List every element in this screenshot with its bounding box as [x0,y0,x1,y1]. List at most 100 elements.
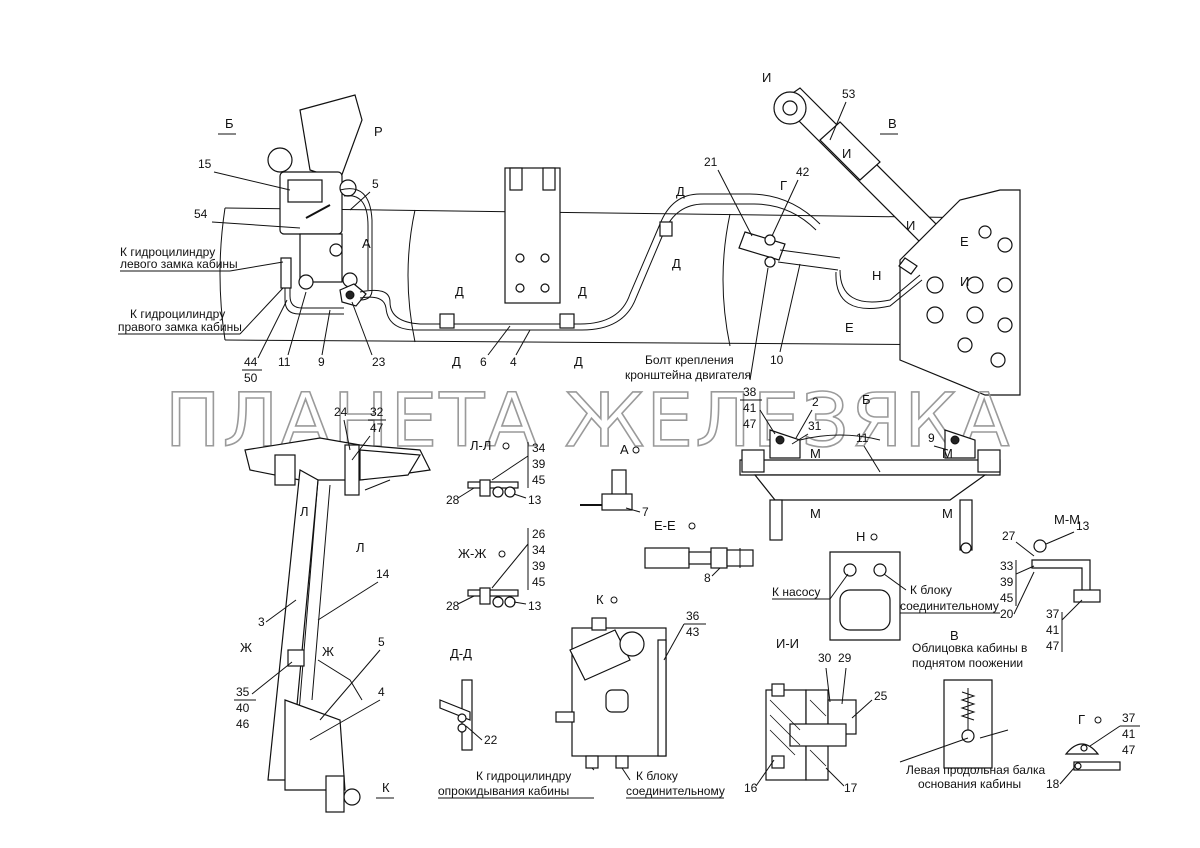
mark-d3: Д [455,284,464,299]
title-ii: И-И [776,636,799,651]
callout-34a: 34 [532,441,546,455]
title-n-view: Н [856,529,865,544]
mark-i4: И [960,274,969,289]
callout-39c: 39 [1000,575,1014,589]
callout-4b: 4 [378,685,385,699]
section-ii: И-И 30 29 25 16 17 [744,636,888,795]
mark-n: Н [872,268,881,283]
cab-raised-label-1: Облицовка кабины в [912,641,1027,655]
engine-bracket [504,167,561,304]
top-labels: К гидроцилиндру левого замка кабины К ги… [118,245,751,382]
callout-34b: 34 [532,543,546,557]
to-block-2a: К блоку [636,769,678,783]
tilt-cylinder-assembly [773,87,1021,396]
callout-10: 10 [770,353,784,367]
callout-15: 15 [198,157,212,171]
to-block-1a: К блоку [910,583,952,597]
right-lock-label-2: правого замка кабины [118,320,242,334]
callout-45a: 45 [532,473,546,487]
mark-i3: И [906,218,915,233]
mark-i2: И [842,146,851,161]
title-v-view: В [950,628,959,643]
callout-13b: 13 [528,599,542,613]
callout-39b: 39 [532,559,546,573]
callout-25: 25 [874,689,888,703]
callout-47b: 47 [370,421,384,435]
section-n-view: Н К насосу К блоку соединительному [772,529,1000,641]
to-block-1b: соединительному [900,599,999,613]
to-block-2b: соединительному [626,784,725,798]
callout-54: 54 [194,207,208,221]
mark-d2: Д [672,256,681,271]
callout-35: 35 [236,685,250,699]
section-b-frame-view: Б М М М М 38 41 47 2 31 11 9 [739,385,1001,554]
section-mm: М-М 27 13 33 39 45 20 37 41 47 [1000,512,1101,653]
mark-m2: М [942,446,953,461]
pump-assembly [267,94,373,315]
section-dd: Д-Д 22 [439,646,498,751]
callout-27: 27 [1002,529,1016,543]
callout-18: 18 [1046,777,1060,791]
callout-50: 50 [244,371,258,385]
callout-41b: 41 [1046,623,1060,637]
callout-29: 29 [838,651,852,665]
callout-36: 36 [686,609,700,623]
section-ee: Е-Е 8 [644,518,754,585]
callout-53: 53 [842,87,856,101]
callout-21: 21 [704,155,718,169]
callout-23: 23 [372,355,386,369]
callout-40: 40 [236,701,250,715]
right-lock-label-1: К гидроцилиндру [130,307,225,321]
title-g-view: Г [1078,712,1085,727]
callout-11a: 11 [278,355,291,369]
mark-g: Г [780,178,787,193]
callout-32: 32 [370,405,384,419]
engine-bolt-label-2: кронштейна двигателя [625,368,751,382]
mark-e2: Е [845,320,854,335]
callout-47d: 47 [1122,743,1136,757]
mark-d4: Д [578,284,587,299]
callout-39a: 39 [532,457,546,471]
mark-e1: Е [960,234,969,249]
engine-bolt-label-1: Болт крепления [645,353,734,367]
section-zhzh: Ж-Ж 26 34 39 45 28 13 [446,527,546,613]
side-callouts: 24 32 47 14 3 5 4 35 40 46 [234,405,390,741]
callout-41a: 41 [743,401,757,415]
callout-41c: 41 [1122,727,1136,741]
mark-d5: Д [452,354,461,369]
callout-20: 20 [1000,607,1014,621]
cab-raised-label-2: поднятом поожении [912,656,1023,670]
callout-43: 43 [686,625,700,639]
callout-9a: 9 [318,355,325,369]
left-lock-label-1: К гидроцилиндру [120,245,215,259]
mark-l2: Л [356,540,365,555]
callout-9b: 9 [928,431,935,445]
callout-31: 31 [808,419,822,433]
mark-r: Р [374,124,383,139]
callout-17: 17 [844,781,858,795]
mark-zh2: Ж [322,644,334,659]
callout-38: 38 [743,385,757,399]
callout-6: 6 [480,355,487,369]
beam-label-1: Левая продольная балка [906,763,1045,777]
callout-45b: 45 [532,575,546,589]
tilt-cyl-label-1: К гидроцилиндру [476,769,571,783]
mark-d1: Д [676,184,685,199]
mark-l1: Л [300,504,309,519]
left-lock-label-2: левого замка кабины [120,257,238,271]
top-callouts: 15 54 5 44 50 11 9 23 6 4 21 42 53 10 [194,87,856,385]
callout-13c: 13 [1076,519,1090,533]
callout-24: 24 [334,405,348,419]
callout-42: 42 [796,165,810,179]
mark-b-mid: Б [862,392,871,407]
callout-11b: 11 [856,431,869,445]
callout-28b: 28 [446,599,460,613]
callout-47a: 47 [743,417,757,431]
callout-8: 8 [704,571,711,585]
top-section-marks: Б Р А В И И И И Е Е Н Г Д Д Д Д Д Д [218,70,969,369]
section-v-view: В Облицовка кабины в поднятом поожении Л… [899,628,1045,791]
hydraulic-pipes [359,193,841,331]
callout-22: 22 [484,733,498,747]
mark-a: А [362,236,371,251]
